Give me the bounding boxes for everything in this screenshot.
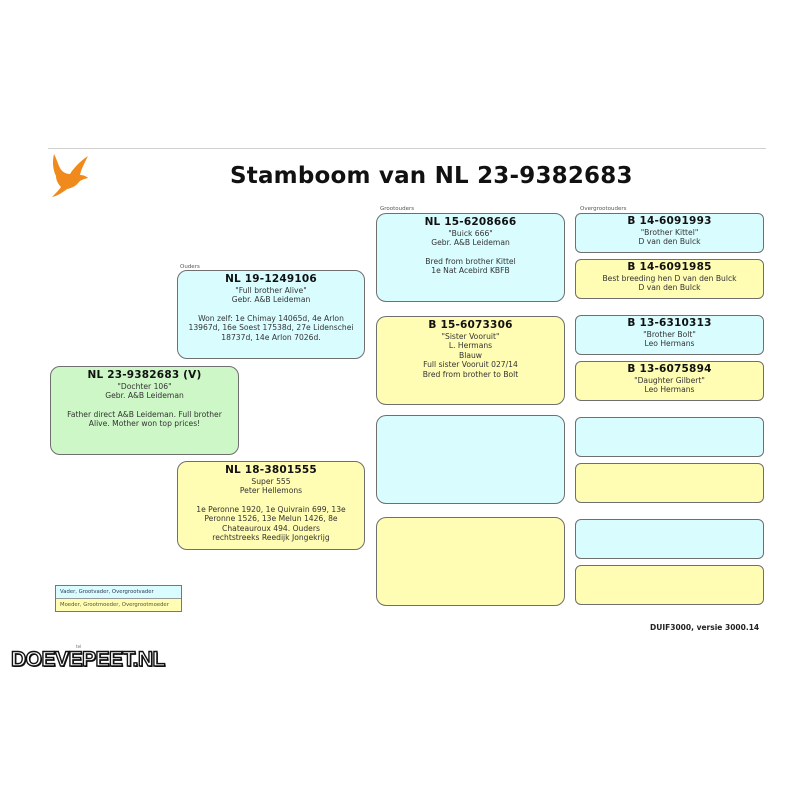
note-line: Alive. Mother won top prices! xyxy=(88,419,201,429)
legend-female: Moeder, Grootmoeder, Overgrootmoeder xyxy=(56,599,181,611)
pedigree-card-great-grandparent-5[interactable] xyxy=(575,417,764,457)
column-label-great-grandparents: Overgrootouders xyxy=(580,206,627,212)
note-line: 18737d, 14e Arlon 7026d. xyxy=(221,332,321,342)
header-divider xyxy=(48,148,766,149)
pedigree-card-great-grandparent-2[interactable]: B 14-6091985 Best breeding hen D van den… xyxy=(575,259,764,299)
pigeon-name: Best breeding hen D van den Bulck xyxy=(602,274,737,283)
pedigree-card-father[interactable]: NL 19-1249106 "Full brother Alive" Gebr.… xyxy=(177,270,365,359)
note-line: 1e Nat Acebird KBFB xyxy=(431,266,510,276)
color-legend: Vader, Grootvader, Overgrootvader Moeder… xyxy=(55,585,182,612)
pedigree-card-great-grandparent-8[interactable] xyxy=(575,565,764,605)
pedigree-card-great-grandparent-3[interactable]: B 13-6310313 "Brother Bolt" Leo Hermans xyxy=(575,315,764,355)
note-line: Peronne 1526, 13e Melun 1426, 8e xyxy=(204,514,338,524)
breeder: Leo Hermans xyxy=(644,339,695,349)
note-line: Father direct A&B Leideman. Full brother xyxy=(67,409,222,419)
ring-number: NL 19-1249106 xyxy=(225,273,317,285)
legend-male: Vader, Grootvader, Overgrootvader xyxy=(56,586,181,599)
watermark-small-text: tel xyxy=(76,644,82,649)
ring-number: B 13-6310313 xyxy=(627,317,712,329)
pedigree-card-grandmother-paternal[interactable]: B 15-6073306 "Sister Vooruit" L. Hermans… xyxy=(376,316,565,405)
note-line: Blauw xyxy=(459,350,482,360)
pedigree-card-subject[interactable]: NL 23-9382683 (V) "Dochter 106" Gebr. A&… xyxy=(50,366,239,455)
note-line: Bred from brother to Bolt xyxy=(422,369,519,379)
pigeon-name: "Dochter 106" xyxy=(117,382,172,391)
column-label-parents: Ouders xyxy=(180,264,200,270)
breeder: Leo Hermans xyxy=(644,385,695,395)
pedigree-card-grandfather-maternal[interactable] xyxy=(376,415,565,504)
breeder: Gebr. A&B Leideman xyxy=(231,295,311,305)
breeder: L. Hermans xyxy=(448,341,493,351)
watermark: DOEVEPEET.NL xyxy=(10,647,166,671)
pedigree-card-grandfather-paternal[interactable]: NL 15-6208666 "Buick 666" Gebr. A&B Leid… xyxy=(376,213,565,302)
note-line: Won zelf: 1e Chimay 14065d, 4e Arlon xyxy=(198,313,344,323)
breeder: Gebr. A&B Leideman xyxy=(431,238,510,248)
note-line: Bred from brother Kittel xyxy=(425,256,516,266)
pigeon-name: "Brother Bolt" xyxy=(643,330,696,339)
ring-number: B 15-6073306 xyxy=(428,319,513,331)
ring-number: B 14-6091985 xyxy=(627,261,712,273)
breeder: Gebr. A&B Leideman xyxy=(105,391,184,401)
pigeon-name: "Full brother Alive" xyxy=(235,286,307,295)
pedigree-card-great-grandparent-1[interactable]: B 14-6091993 "Brother Kittel" D van den … xyxy=(575,213,764,253)
pedigree-card-great-grandparent-7[interactable] xyxy=(575,519,764,559)
pigeon-name: "Buick 666" xyxy=(448,229,493,238)
note-line: Full sister Vooruit 027/14 xyxy=(423,360,518,370)
page-title: Stamboom van NL 23-9382683 xyxy=(230,163,633,189)
pedigree-card-mother[interactable]: NL 18-3801555 Super 555 Peter Hellemons … xyxy=(177,461,365,550)
note-line: 1e Peronne 1920, 1e Quivrain 699, 13e xyxy=(196,504,346,514)
ring-number: NL 18-3801555 xyxy=(225,464,317,476)
breeder: D van den Bulck xyxy=(638,283,701,293)
breeder: D van den Bulck xyxy=(638,237,701,247)
note-line: 13967d, 16e Soest 17538d, 27e Lidenschei xyxy=(188,323,354,333)
note-line: rechtstreeks Reedijk Jongekrijg xyxy=(212,533,330,543)
pedigree-card-great-grandparent-4[interactable]: B 13-6075894 "Daughter Gilbert" Leo Herm… xyxy=(575,361,764,401)
note-line: Chateauroux 494. Ouders xyxy=(222,523,320,533)
breeder: Peter Hellemons xyxy=(239,486,303,496)
ring-number: NL 23-9382683 (V) xyxy=(87,369,202,381)
pigeon-name: "Daughter Gilbert" xyxy=(634,376,705,385)
dove-logo-icon xyxy=(52,154,88,197)
pigeon-name: Super 555 xyxy=(251,477,291,486)
ring-number: B 14-6091993 xyxy=(627,215,712,227)
column-label-grandparents: Grootouders xyxy=(380,206,415,212)
software-version: DUIF3000, versie 3000.14 xyxy=(650,623,760,632)
pigeon-name: "Brother Kittel" xyxy=(640,228,699,237)
ring-number: NL 15-6208666 xyxy=(424,216,517,228)
pedigree-card-grandmother-maternal[interactable] xyxy=(376,517,565,606)
pigeon-name: "Sister Vooruit" xyxy=(441,332,500,341)
ring-number: B 13-6075894 xyxy=(627,363,712,375)
pedigree-card-great-grandparent-6[interactable] xyxy=(575,463,764,503)
